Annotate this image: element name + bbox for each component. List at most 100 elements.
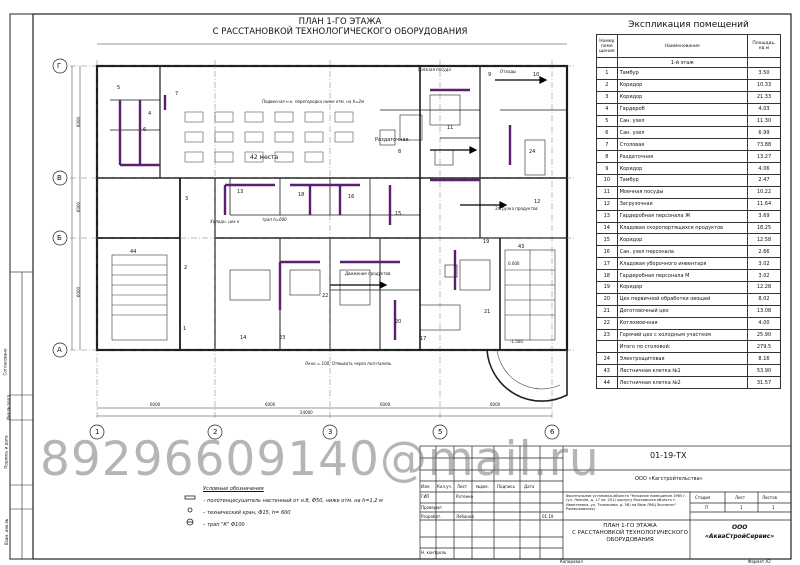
room-number: 7	[175, 91, 179, 97]
flow-arrows	[330, 76, 548, 289]
axis-col-label: 5	[438, 428, 443, 436]
axis-row-label: Б	[57, 234, 62, 242]
room-num-cell: 21	[596, 304, 618, 318]
stage-label: Стадия	[695, 495, 711, 500]
room-area-cell: 3.69	[747, 209, 781, 223]
dim-left: 6000	[76, 116, 82, 128]
org-name-2: «АкваСтройСервис»	[705, 533, 775, 540]
room-number: 18	[298, 192, 305, 198]
agreed-label: Согласовано	[2, 348, 8, 376]
plan-note: Раздаточная	[375, 137, 409, 143]
axis-col-label: 1	[95, 428, 100, 436]
dim-total: 24000	[300, 410, 313, 415]
sheet-title-3: ОБОРУДОВАНИЯ	[606, 537, 654, 543]
dining-tables	[184, 111, 354, 163]
axis-lines	[70, 60, 575, 420]
room-name-cell: Лестничная клетка №2	[616, 376, 749, 390]
sheet-title-2: С РАССТАНОВКОЙ ТЕХНОЛОГИЧЕСКОГО	[572, 530, 688, 536]
plan-note: Холодн. цех к	[210, 219, 240, 224]
room-area-cell: 8.16	[747, 352, 781, 366]
axis-col-label: 6	[550, 428, 555, 436]
axis-col-label: 3	[328, 428, 333, 436]
room-number: 8	[398, 149, 402, 155]
sheet-label: Лист	[735, 495, 746, 500]
room-num-cell: 19	[596, 281, 618, 294]
level-mark: -1.500	[510, 339, 523, 344]
room-num-cell: 12	[596, 197, 618, 211]
room-num-cell: 18	[596, 269, 618, 283]
room-area-cell: 4.06	[747, 162, 781, 176]
room-name-cell: Столовая	[616, 138, 749, 152]
sheet-title-1: ПЛАН 1-ГО ЭТАЖА	[603, 523, 657, 529]
stamp-role: ГИП	[421, 494, 430, 499]
room-number: 44	[130, 249, 137, 255]
room-number: 2	[184, 265, 188, 271]
stamp-col: Кол.уч.	[437, 484, 453, 489]
side-stamp	[9, 271, 34, 560]
room-number: 17	[420, 336, 427, 342]
stamp-role: Проверил	[421, 505, 442, 510]
room-name-cell: Коридор	[616, 233, 749, 247]
legend: Условные обозначения – полотенцесушитель…	[175, 486, 383, 534]
col-name: Наименование	[616, 34, 749, 58]
stamp-person: Лебанов	[456, 514, 474, 519]
room-name-cell: Лестничная клетка №1	[616, 364, 749, 378]
room-name-cell: Электрощитовая	[616, 352, 749, 366]
plan-note: Окно = 100, Отмывать через пол-панель	[305, 361, 392, 366]
room-num-cell: 14	[596, 221, 618, 235]
room-name-cell: Кладовая уборочного инвентаря	[616, 257, 749, 271]
room-number: 4	[148, 111, 152, 117]
room-area-cell: 12.28	[747, 281, 781, 294]
room-name-cell: Сан. узел персонала	[616, 245, 749, 259]
room-area-cell: 11.64	[747, 197, 781, 211]
seats-label: 42 места	[250, 154, 279, 161]
room-number: 6	[143, 127, 147, 133]
room-area-cell: 31.57	[747, 376, 781, 390]
legend-item: – трап "К" Ф100	[203, 522, 245, 528]
sign-date-label: Подпись и дата	[3, 435, 9, 469]
legend-title: Условные обозначения	[203, 486, 264, 492]
axis-row-label: А	[57, 346, 62, 354]
room-name-cell: Раздаточная	[616, 150, 749, 164]
equipment	[229, 94, 546, 331]
room-num-cell: 13	[596, 209, 618, 223]
watermark: 89296609140@mail.ru	[40, 432, 600, 487]
round-stair-inner	[496, 349, 561, 390]
room-num-cell: 22	[596, 316, 618, 330]
explication-title: Экспликация помещений	[628, 20, 749, 30]
sheets-label: Листов	[762, 495, 777, 500]
legend-item: – технический кран, Ф15, h= 600	[203, 510, 291, 516]
room-name-cell: Тамбур	[616, 67, 749, 80]
stamp-col: Дата	[524, 484, 535, 489]
room-name-cell: Коридор	[616, 162, 749, 176]
staircase-44	[111, 254, 168, 341]
explication-row: Итого по столовой:279.5	[596, 340, 781, 354]
room-area-cell: 13.27	[747, 150, 781, 164]
sheets-value: 1	[772, 505, 775, 510]
room-num-cell: 15	[596, 233, 618, 247]
room-num-cell: 8	[596, 150, 618, 164]
stamp-person: Ратенко	[456, 494, 474, 499]
room-name-cell: Коридор	[616, 78, 749, 92]
room-num-cell: 6	[596, 126, 618, 140]
room-name-cell: Гардеробная персонала М	[616, 269, 749, 283]
